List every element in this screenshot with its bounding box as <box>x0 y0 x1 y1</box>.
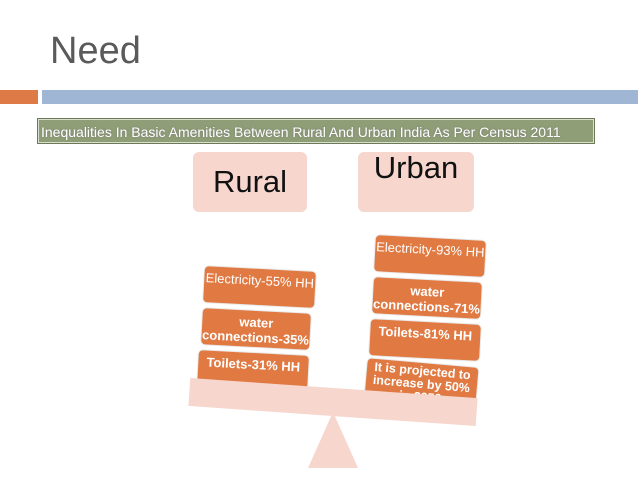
rural-water-box: water connections-35% HH <box>200 307 312 360</box>
urban-toilets-box: Toilets-81% HH <box>368 318 482 362</box>
slide-title: Need <box>50 30 141 72</box>
banner-box <box>37 118 595 144</box>
accent-bar-orange <box>0 90 38 104</box>
accent-bar-blue <box>42 90 638 104</box>
seesaw-fulcrum <box>308 412 358 468</box>
banner-text: Inequalities In Basic Amenities Between … <box>41 124 561 140</box>
urban-electricity-box: Electricity-93% HH <box>373 234 487 278</box>
rural-electricity-box: Electricity-55% HH <box>202 265 317 309</box>
urban-water-box: water connections-71% HH <box>371 276 483 329</box>
rural-heading: Rural <box>193 152 307 212</box>
urban-heading: Urban <box>358 152 474 212</box>
